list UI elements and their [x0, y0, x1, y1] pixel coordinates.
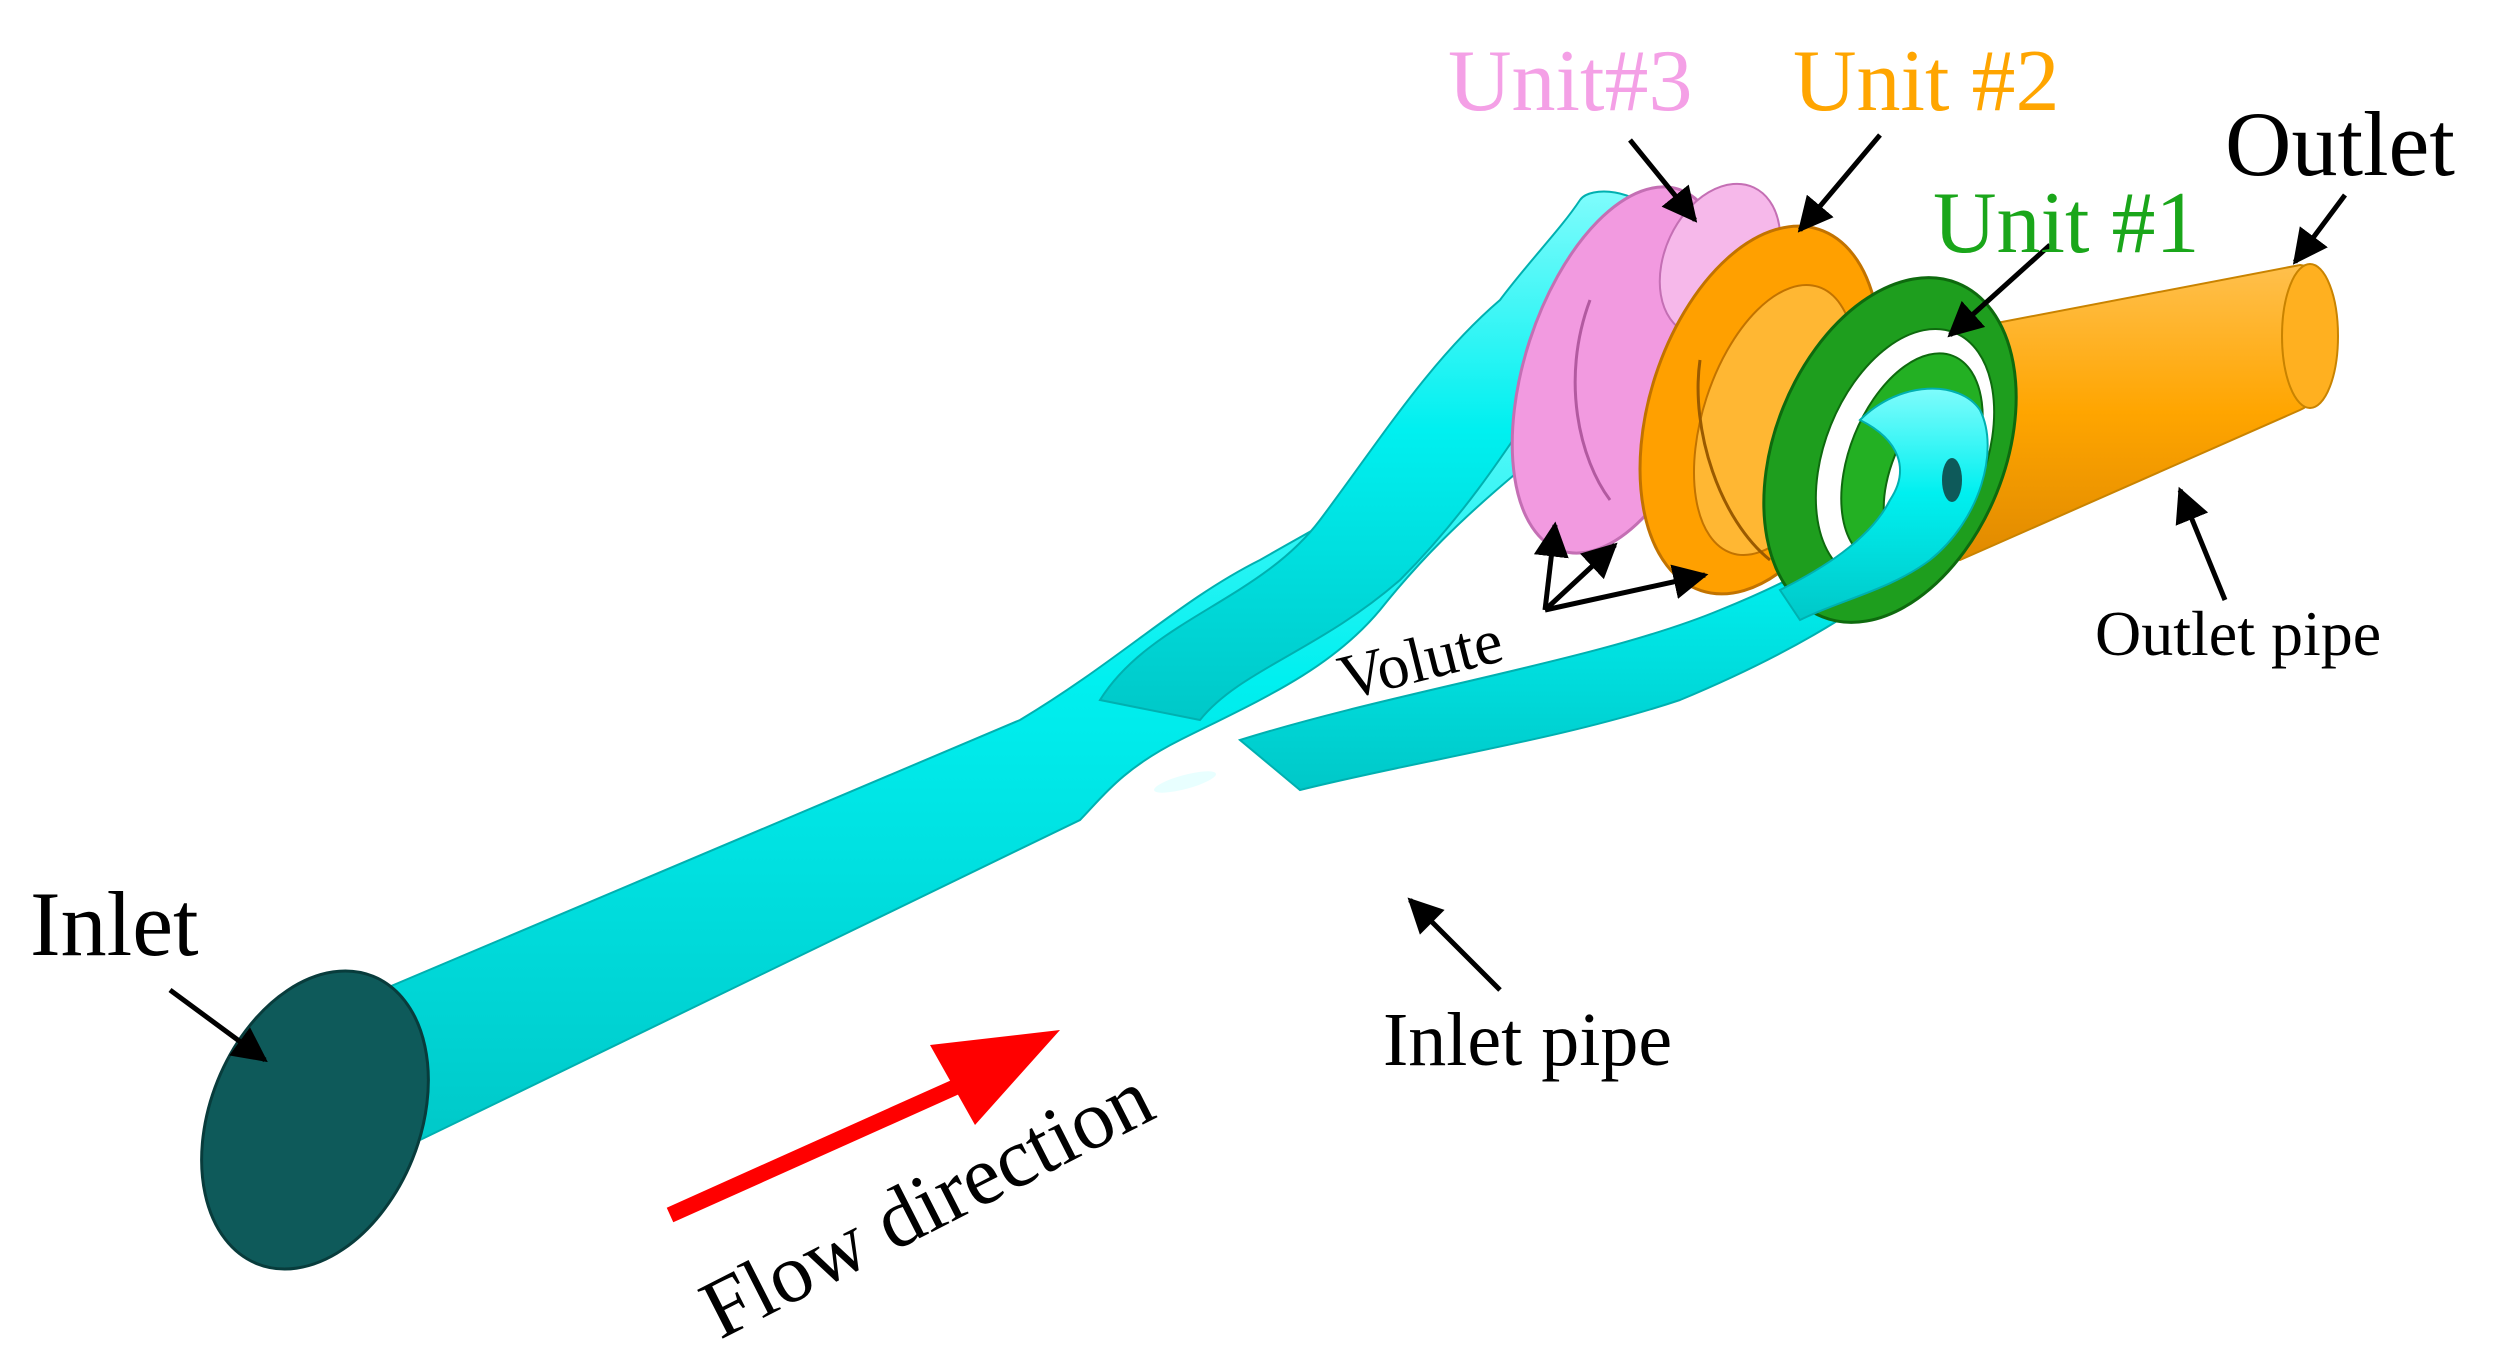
- inlet-label: Inlet: [30, 873, 199, 975]
- leader-outlet-pipe: [2175, 486, 2228, 601]
- leader-outlet: [2292, 193, 2348, 265]
- leader-volute-a: [1533, 521, 1569, 611]
- flow-direction-arrow: [666, 1030, 1060, 1223]
- unit1-label: Unit #1: [1933, 175, 2199, 272]
- leader-unit3: [1628, 138, 1698, 223]
- leader-lines: [168, 133, 2348, 1063]
- unit3-label: Unit#3: [1448, 33, 1692, 130]
- leader-unit2: [1797, 133, 1882, 233]
- unit2-label: Unit #2: [1793, 33, 2059, 130]
- outlet-label: Outlet: [2225, 93, 2455, 195]
- leader-unit1: [1947, 243, 2052, 338]
- inlet-branch-connector: [1778, 387, 1989, 622]
- outlet-pipe-label: Outlet pipe: [2095, 598, 2381, 669]
- leader-volute-b: [1543, 542, 1618, 612]
- leader-inlet-pipe: [1407, 897, 1502, 992]
- leader-volute-c: [1544, 564, 1709, 613]
- inlet-pipe-label: Inlet pipe: [1383, 998, 1672, 1082]
- leader-inlet: [168, 987, 268, 1063]
